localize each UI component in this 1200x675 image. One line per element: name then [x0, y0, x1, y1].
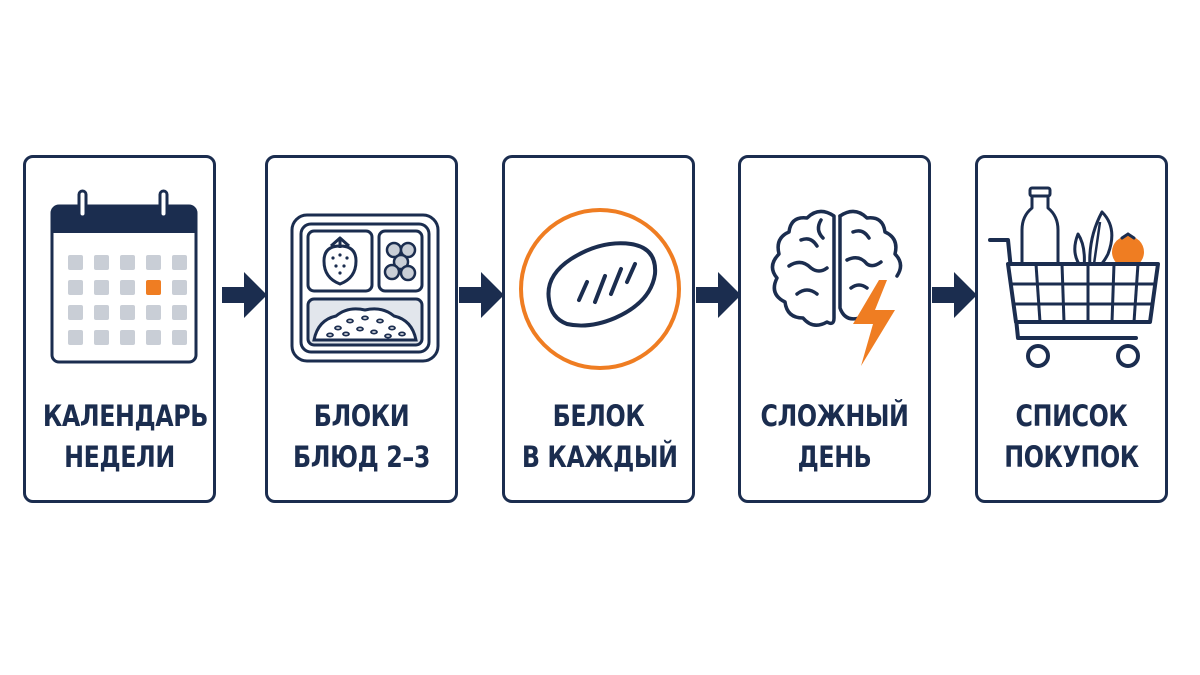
calendar-icon [50, 189, 198, 364]
arrow-right-icon [696, 272, 741, 318]
chicken-breast-icon [519, 208, 681, 370]
step-label-line: БЕЛОК [552, 399, 645, 433]
arrow-right-icon [932, 272, 977, 318]
step-label-line: СПИСОК [1015, 399, 1128, 433]
step-label-line: НЕДЕЛИ [64, 440, 175, 474]
step-label-line: КАЛЕНДАРЬ [42, 399, 209, 433]
step-label-line: ДЕНЬ [797, 440, 872, 474]
step-label: БЕЛОК В КАЖДЫЙ [521, 396, 678, 478]
step-card-hard-day: СЛОЖНЫЙ ДЕНЬ [738, 155, 931, 503]
step-card-calendar: КАЛЕНДАРЬ НЕДЕЛИ [23, 155, 216, 503]
brain-lightning-icon [770, 209, 903, 366]
step-label: КАЛЕНДАРЬ НЕДЕЛИ [42, 396, 209, 478]
step-label-line: БЛЮД 2–3 [293, 440, 430, 474]
arrow-right-icon [459, 272, 504, 318]
meal-tray-icon [290, 213, 440, 363]
step-label-line: СЛОЖНЫЙ [760, 399, 909, 433]
step-card-meal-blocks: БЛОКИ БЛЮД 2–3 [265, 155, 458, 503]
arrow-right-icon [222, 272, 267, 318]
step-card-shopping-list: СПИСОК ПОКУПОК [975, 155, 1168, 503]
step-label-line: ПОКУПОК [1004, 440, 1139, 474]
step-label: БЛОКИ БЛЮД 2–3 [285, 396, 438, 478]
step-label: СПИСОК ПОКУПОК [995, 396, 1148, 478]
step-label-line: В КАЖДЫЙ [521, 440, 678, 474]
step-label: СЛОЖНЫЙ ДЕНЬ [758, 396, 911, 478]
shopping-cart-icon [988, 186, 1160, 368]
step-card-protein: БЕЛОК В КАЖДЫЙ [502, 155, 695, 503]
step-label-line: БЛОКИ [313, 399, 410, 433]
